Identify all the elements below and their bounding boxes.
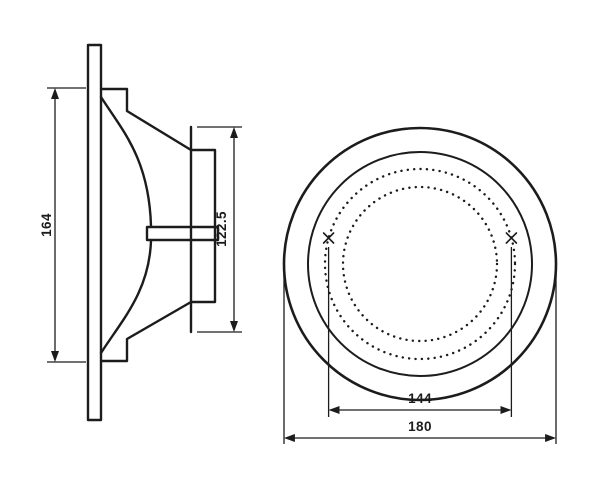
dim-label-122-5: 122.5 [214,211,229,247]
arrowhead-down [51,351,59,362]
mounting-hole-dotted-circle [323,167,517,361]
dimension-122-5: 122.5 [197,126,242,333]
arrowhead-right [500,406,512,414]
dim-label-144: 144 [408,391,432,406]
inner-rim-circle [307,151,533,377]
arrowhead-left [328,406,340,414]
cutout-dotted-circle [341,185,499,343]
horn-curve-bottom [99,239,153,355]
arrowhead-right [545,434,556,442]
top-flange-outline [99,87,193,152]
side-view [86,43,220,422]
arrowhead-up [51,88,59,99]
bottom-flange-outline [99,300,193,363]
screw-mark-right [505,232,518,244]
horn-curve-top [99,95,153,228]
dim-label-164: 164 [39,213,54,237]
arrowhead-down [230,321,238,332]
dim-label-180: 180 [408,419,432,434]
dimension-180: 180 [283,271,557,444]
outer-rim-circle [282,126,558,402]
dimension-164: 164 [39,87,86,363]
arrowhead-up [230,127,238,138]
screw-mark-left [322,232,335,244]
front-view [282,126,558,402]
baffle-board [86,43,103,422]
arrowhead-left [284,434,295,442]
dimension-144: 144 [327,247,513,417]
pole-bar [145,225,220,242]
